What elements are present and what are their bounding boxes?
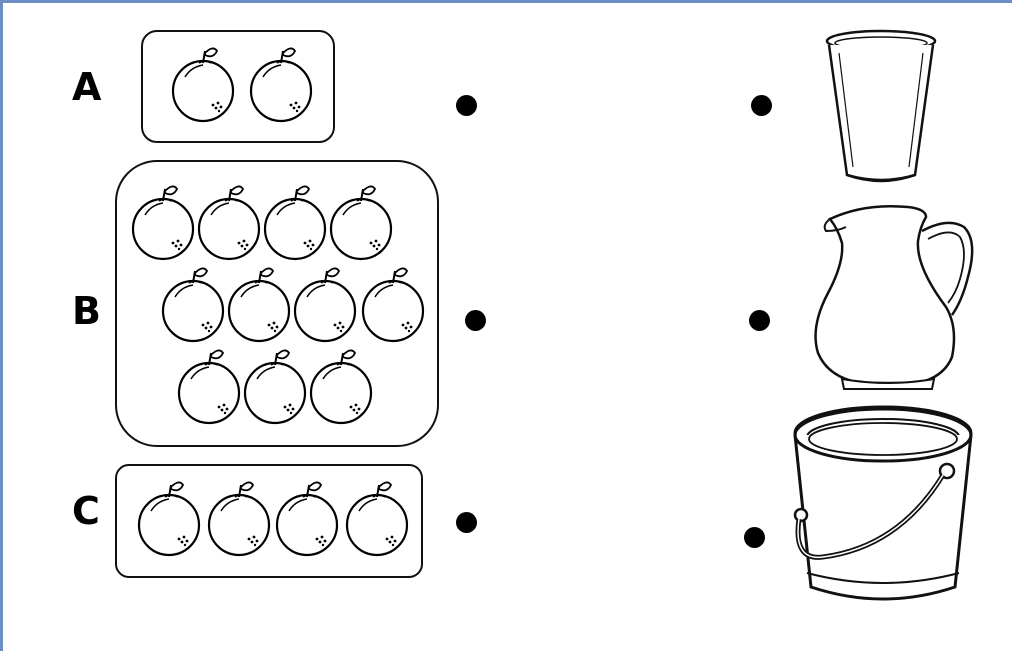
jug-icon: [814, 204, 974, 390]
orange-icon: [137, 481, 201, 557]
match-dot-cup[interactable]: [751, 95, 772, 116]
row-label-b: B: [72, 289, 101, 333]
orange-icon: [177, 349, 241, 425]
orange-icon: [361, 267, 425, 343]
orange-icon: [249, 47, 313, 123]
match-dot-c[interactable]: [456, 512, 477, 533]
cup-icon: [825, 29, 937, 183]
orange-icon: [171, 47, 235, 123]
orange-icon: [243, 349, 307, 425]
orange-icon: [345, 481, 409, 557]
orange-icon: [197, 185, 261, 261]
orange-icon: [227, 267, 291, 343]
match-dot-bucket[interactable]: [744, 527, 765, 548]
orange-icon: [309, 349, 373, 425]
row-label-c: C: [72, 489, 100, 533]
row-label-a: A: [72, 65, 102, 109]
orange-icon: [293, 267, 357, 343]
orange-icon: [207, 481, 271, 557]
orange-icon: [329, 185, 393, 261]
orange-icon: [131, 185, 195, 261]
orange-icon: [275, 481, 339, 557]
orange-icon: [263, 185, 327, 261]
match-dot-jug[interactable]: [749, 310, 770, 331]
orange-icon: [161, 267, 225, 343]
bucket-icon: [793, 405, 973, 601]
match-dot-b[interactable]: [465, 310, 486, 331]
match-dot-a[interactable]: [456, 95, 477, 116]
